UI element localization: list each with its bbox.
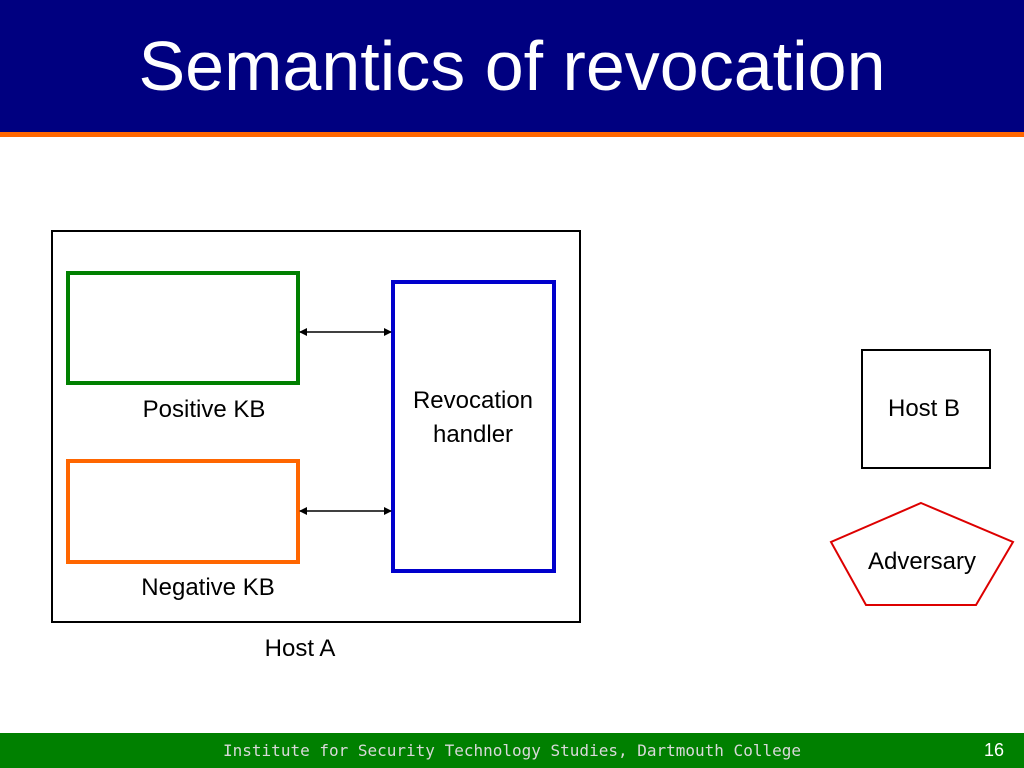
adversary-pentagon [829,501,1015,606]
negative-kb-box [66,459,300,564]
revocation-handler-label-line2: handler [433,421,513,448]
host-a-box [51,230,581,623]
footer-bar: Institute for Security Technology Studie… [0,733,1024,768]
revocation-handler-box [391,280,556,573]
positive-kb-box [66,271,300,385]
host-b-label: Host B [888,395,960,422]
revocation-handler-label-line1: Revocation [413,387,533,414]
page-number: 16 [983,740,1004,760]
title-bar: Semantics of revocation [0,0,1024,137]
footer-institute-text: Institute for Security Technology Studie… [223,741,801,760]
slide-title: Semantics of revocation [138,27,886,105]
negative-kb-label: Negative KB [141,574,274,601]
host-b-box [861,349,991,469]
host-a-label: Host A [265,635,336,662]
adversary-label: Adversary [868,548,976,575]
positive-kb-label: Positive KB [143,396,266,423]
